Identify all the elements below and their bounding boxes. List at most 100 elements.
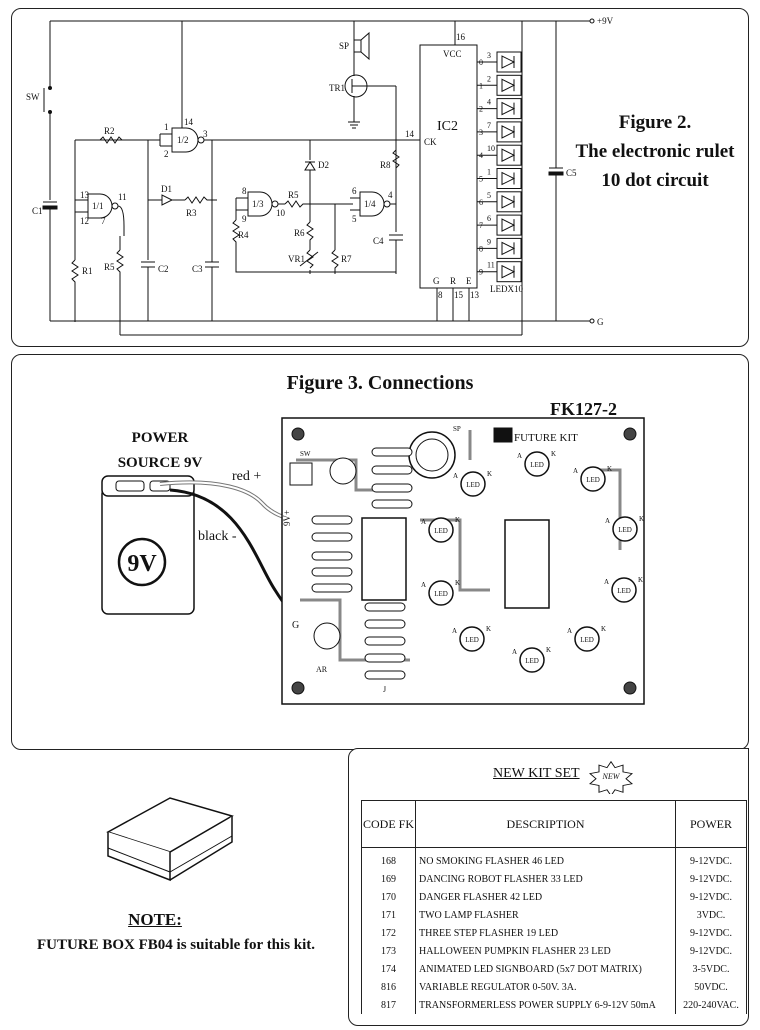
pcb-led-k: K xyxy=(546,646,551,654)
r8-label: R8 xyxy=(380,160,391,170)
kit-power-cell: 220-240VAC. xyxy=(675,996,747,1014)
pcb-9v-label: 9V+ xyxy=(282,510,292,526)
kit-power-cell: 9-12VDC. xyxy=(675,870,747,888)
ic-e-label: E xyxy=(466,276,472,286)
kit-power-cell: 9-12VDC. xyxy=(675,942,747,960)
kit-desc-cell: ANIMATED LED SIGNBOARD (5x7 DOT MATRIX) xyxy=(415,960,676,978)
pcb-led-label: LED xyxy=(617,587,631,595)
kit-code-cell: 173 xyxy=(361,942,416,960)
ic-vcc-label: VCC xyxy=(443,49,462,59)
pcb-led: LED K A xyxy=(452,625,491,652)
pcb-led-label: LED xyxy=(434,527,448,535)
connections-diagram: 9V FUTURE KIT 9V+ G AR SP J SW LEDKALEDK… xyxy=(101,417,645,705)
pcb-board: FUTURE KIT 9V+ G AR SP J SW LEDKALEDKALE… xyxy=(281,417,645,705)
led-7: 76 xyxy=(477,214,522,236)
pin4-label: 4 xyxy=(388,190,393,200)
new-badge-label: NEW xyxy=(602,772,621,781)
kit-desc-cell: HALLOWEEN PUMPKIN FLASHER 23 LED xyxy=(415,942,676,960)
gate1-label: 1/1 xyxy=(92,201,104,211)
pcb-led-k: K xyxy=(601,625,606,633)
ic-g-label: G xyxy=(433,276,440,286)
figure3-title: Figure 3. Connections xyxy=(286,372,474,394)
ic-r-label: R xyxy=(450,276,456,286)
kit-power-cell: 50VDC. xyxy=(675,978,747,996)
c3-label: C3 xyxy=(192,264,203,274)
led-out-number: 6 xyxy=(479,198,483,207)
pcb-resistor xyxy=(364,653,406,663)
ic-ck-label: CK xyxy=(424,137,437,147)
note-text: FUTURE BOX FB04 is suitable for this kit… xyxy=(36,937,316,953)
schematic-panel xyxy=(11,8,749,347)
kit-code: FK127-2 xyxy=(550,399,617,419)
gate3-label: 1/3 xyxy=(252,199,264,209)
power-source-label: POWER SOURCE 9V xyxy=(90,426,230,476)
pcb-led-label: LED xyxy=(580,636,594,644)
led-in-number: 6 xyxy=(487,214,491,223)
r7-label: R7 xyxy=(341,254,352,264)
led-4: 410 xyxy=(477,144,522,166)
pcb-resistors xyxy=(311,447,413,680)
pcb-led-a: A xyxy=(517,452,522,460)
led-in-number: 3 xyxy=(487,51,491,60)
led-out-number: 8 xyxy=(479,244,483,253)
kit-power-cell: 9-12VDC. xyxy=(675,924,747,942)
led-out-number: 0 xyxy=(479,58,483,67)
power-line2: SOURCE 9V xyxy=(117,455,203,471)
kit-power-cell: 3VDC. xyxy=(675,906,747,924)
ic-pin8-label: 8 xyxy=(438,290,443,300)
pcb-led-k: K xyxy=(487,470,492,478)
kit-code-cell: 170 xyxy=(361,888,416,906)
c2-label: C2 xyxy=(158,264,169,274)
pin1-label: 1 xyxy=(164,122,169,132)
sp-label: SP xyxy=(339,41,349,51)
vr1-label: VR1 xyxy=(288,254,305,264)
pin3-label: 3 xyxy=(203,129,208,139)
pcb-led-a: A xyxy=(605,517,610,525)
ledx10-label: LEDX10 xyxy=(490,284,523,294)
ic-pin15-label: 15 xyxy=(454,290,464,300)
pin6-label: 6 xyxy=(352,186,357,196)
pcb-resistor xyxy=(371,447,413,457)
pcb-led-k: K xyxy=(638,576,643,584)
kit-desc-cell: DANCING ROBOT FLASHER 33 LED xyxy=(415,870,676,888)
kit-desc-cell: VARIABLE REGULATOR 0-50V. 3A. xyxy=(415,978,676,996)
pcb-led-k: K xyxy=(551,450,556,458)
pcb-sw-label: SW xyxy=(300,450,311,458)
kit-desc-cell: THREE STEP FLASHER 19 LED xyxy=(415,924,676,942)
pcb-resistor xyxy=(311,567,353,577)
led-out-number: 1 xyxy=(479,81,483,90)
pcb-led-label: LED xyxy=(434,590,448,598)
led-6: 65 xyxy=(477,191,522,213)
table-header-row: CODE FK DESCRIPTION POWER xyxy=(361,800,747,848)
pcb-brand: FUTURE KIT xyxy=(514,432,578,444)
kit-code-cell: 816 xyxy=(361,978,416,996)
led-out-number: 2 xyxy=(479,105,483,114)
pcb-resistor xyxy=(371,483,413,493)
ic-pin16-label: 16 xyxy=(456,32,466,42)
pcb-resistor xyxy=(311,583,353,593)
pcb-led-a: A xyxy=(452,627,457,635)
sw-label: SW xyxy=(26,92,40,102)
figure2-title-line1: Figure 2. xyxy=(618,112,692,133)
battery-label: 9V xyxy=(127,551,157,577)
pin9-label: 9 xyxy=(242,214,247,224)
kit-code-cell: 172 xyxy=(361,924,416,942)
pcb-led-k: K xyxy=(486,625,491,633)
black-wire-label: black - xyxy=(198,529,237,544)
led-out-number: 4 xyxy=(479,151,483,160)
pcb-led-label: LED xyxy=(465,636,479,644)
pcb-led-k: K xyxy=(455,516,460,524)
pcb-j-label: J xyxy=(383,685,386,694)
gate4-label: 1/4 xyxy=(364,199,376,209)
red-wire-label: red + xyxy=(232,469,262,484)
